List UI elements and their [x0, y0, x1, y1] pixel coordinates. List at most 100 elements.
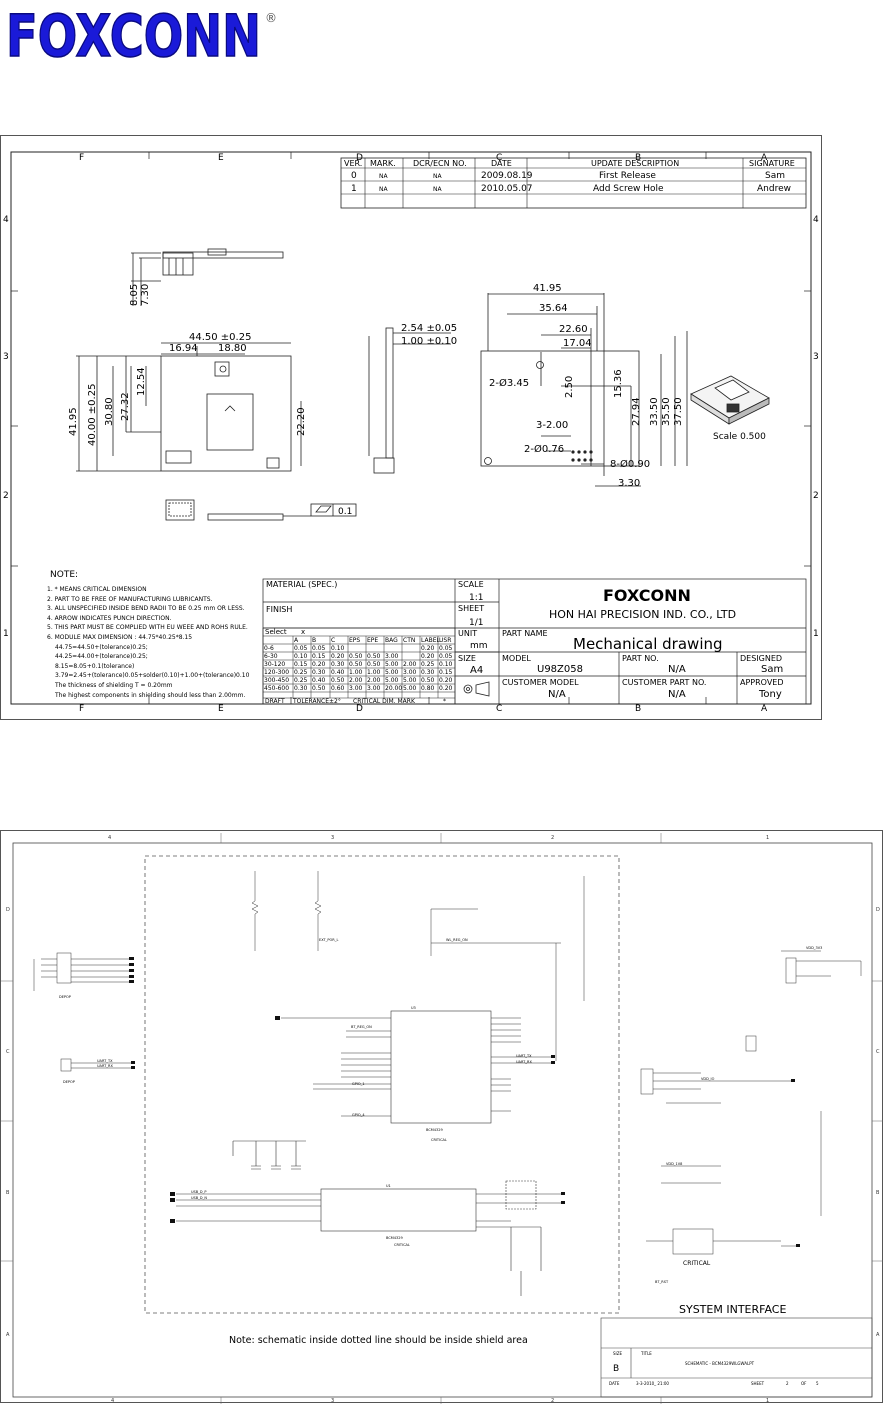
u3-uart-rx: UART_RX	[516, 1060, 532, 1064]
company-name: HON HAI PRECISION IND. CO., LTD	[549, 608, 736, 621]
revision-table: VER. MARK. DCR/ECN NO. DATE UPDATE DESCR…	[340, 157, 807, 209]
tolerance-cell: 0.60	[331, 685, 345, 692]
dim-1-00: 1.00 ±0.10	[401, 336, 457, 347]
zone-2-right: 2	[813, 491, 819, 501]
u3-refdes: U3	[411, 1006, 416, 1010]
isometric-scale: Scale 0.500	[713, 432, 766, 442]
tolerance-cell: 2.00	[367, 677, 381, 684]
dim-41-95-vertical: 41.95	[68, 407, 79, 436]
tolerance-cell: 0.20	[439, 685, 453, 692]
note-line: 1. * MEANS CRITICAL DIMENSION	[47, 586, 147, 593]
tolerance-cell: 0.30	[331, 661, 345, 668]
approved-label: APPROVED	[740, 678, 784, 687]
note-line: 3. ALL UNSPECIFIED INSIDE BEND RADII TO …	[47, 605, 245, 613]
vdd-io-label: VDD_IO	[701, 1077, 715, 1081]
tolerance-cell: 0.05	[439, 645, 453, 652]
customer-part-value: N/A	[668, 689, 686, 700]
tolerance-cell: 0.50	[331, 677, 345, 684]
depop-label-2: DEPOP	[63, 1080, 75, 1084]
zone-3-right: 3	[813, 352, 819, 362]
schematic-border	[12, 842, 873, 1398]
side-view-top	[131, 248, 284, 306]
top-pullup-resistors	[251, 871, 585, 1061]
u3-part: BCM4329	[426, 1128, 443, 1132]
mechanical-drawing: F E D C B A F E D C B A 4 3 2 1 4 3 2 1	[3, 151, 819, 714]
dim-16-94: 16.94	[169, 343, 198, 354]
zone-b-bottom: B	[635, 704, 641, 714]
size-label: SIZE	[458, 654, 476, 663]
ext-por-label: EXT_POR_L	[319, 938, 338, 942]
tolerance-angle: TOLERANCE±2°	[292, 698, 341, 705]
rev-header-mark: MARK.	[370, 159, 396, 168]
tolerance-header: USR	[439, 637, 451, 644]
tolerance-cell: 1.00	[349, 669, 363, 676]
uart-tx-out-flag	[551, 1055, 555, 1058]
tolerance-cell: 0.10	[331, 645, 345, 652]
rev-1-date: 2010.05.07	[481, 184, 533, 194]
usb-dn-label: USB_D_N	[191, 1196, 207, 1200]
sch-sheet-label: SHEET	[751, 1381, 765, 1386]
part-no-label: PART NO.	[622, 654, 659, 663]
tolerance-header: EPE	[367, 637, 378, 644]
dim-27-94: 27.94	[631, 397, 642, 426]
dim-2-dia-3-45: 2-Ø3.45	[489, 377, 529, 389]
s-zone-2-bottom: 2	[551, 1398, 554, 1404]
right-out-flag	[796, 1244, 800, 1247]
tolerance-cell: 0.50	[349, 661, 363, 668]
tolerance-cell: 0.10	[439, 661, 453, 668]
rev-0-mark: NA	[379, 173, 388, 180]
u1-refdes: U1	[386, 1184, 391, 1188]
dim-35-50: 35.50	[661, 397, 672, 426]
rev-0-date: 2009.08.19	[481, 171, 533, 181]
sch-date-label: DATE	[609, 1381, 620, 1386]
schematic-zone-labels: 4 3 2 1 4 3 2 1 D C B A D C B A	[6, 835, 880, 1404]
zone-a-bottom: A	[761, 704, 768, 714]
rev-1-ver: 1	[351, 184, 357, 194]
tolerance-cell: 0.20	[421, 645, 435, 652]
gpio1-label: GPIO_1	[352, 1082, 365, 1086]
foxconn-logo-graphic: FOXCONN ®	[5, 1, 277, 71]
tolerance-cell: 300-450	[264, 677, 289, 684]
tolerance-cell: 0.15	[294, 661, 308, 668]
u1-critical: CRITICAL	[394, 1243, 410, 1247]
s-zone-a-right: A	[876, 1332, 880, 1338]
tolerance-cell: 3.00	[385, 653, 399, 660]
s-zone-2-top: 2	[551, 835, 554, 841]
tolerance-header: LABEL	[421, 637, 440, 644]
dim-22-60: 22.60	[559, 324, 588, 335]
tolerance-cell: 30-120	[264, 661, 285, 668]
model-label: MODEL	[502, 654, 531, 663]
zone-4-right: 4	[813, 215, 819, 225]
main-ic-u3	[281, 1010, 551, 1124]
note-line: The thickness of shielding T = 0.20mm	[55, 681, 173, 689]
tolerance-cell: 0.50	[367, 661, 381, 668]
schematic-zone-ticks	[1, 833, 883, 1404]
zone-4-left: 4	[3, 215, 9, 225]
tolerance-cell: 0.25	[294, 677, 308, 684]
zone-1-right: 1	[813, 629, 819, 639]
tolerance-critical-mark: *	[443, 698, 446, 705]
registered-mark: ®	[265, 11, 276, 25]
s-zone-d-right: D	[876, 907, 880, 913]
s-zone-4-top: 4	[108, 835, 111, 841]
tolerance-header: C	[331, 637, 335, 644]
dim-7-30: 7.30	[140, 284, 151, 306]
flatness-value: 0.1	[338, 507, 352, 517]
rev-header-date: DATE	[491, 159, 512, 168]
zone-f-bottom: F	[79, 704, 84, 714]
tolerance-header: EPS	[349, 637, 360, 644]
tolerance-select-mark: x	[301, 628, 305, 636]
dim-37-50: 37.50	[673, 397, 684, 426]
note-line: 44.75=44.50+(tolerance)0.25;	[55, 643, 148, 651]
right-critical-label: CRITICAL	[683, 1260, 711, 1267]
s-zone-d-left: D	[6, 907, 10, 913]
size-value: A4	[470, 665, 483, 676]
s-zone-b-right: B	[876, 1190, 880, 1196]
out-flag-1	[561, 1192, 565, 1195]
uart-tx-flag	[131, 1061, 135, 1064]
rev-1-dcr: NA	[433, 186, 442, 193]
gpio4-label: GPIO_4	[352, 1113, 365, 1117]
dim-33-50: 33.50	[649, 397, 660, 426]
shield-note: Note: schematic inside dotted line shoul…	[229, 1335, 528, 1346]
